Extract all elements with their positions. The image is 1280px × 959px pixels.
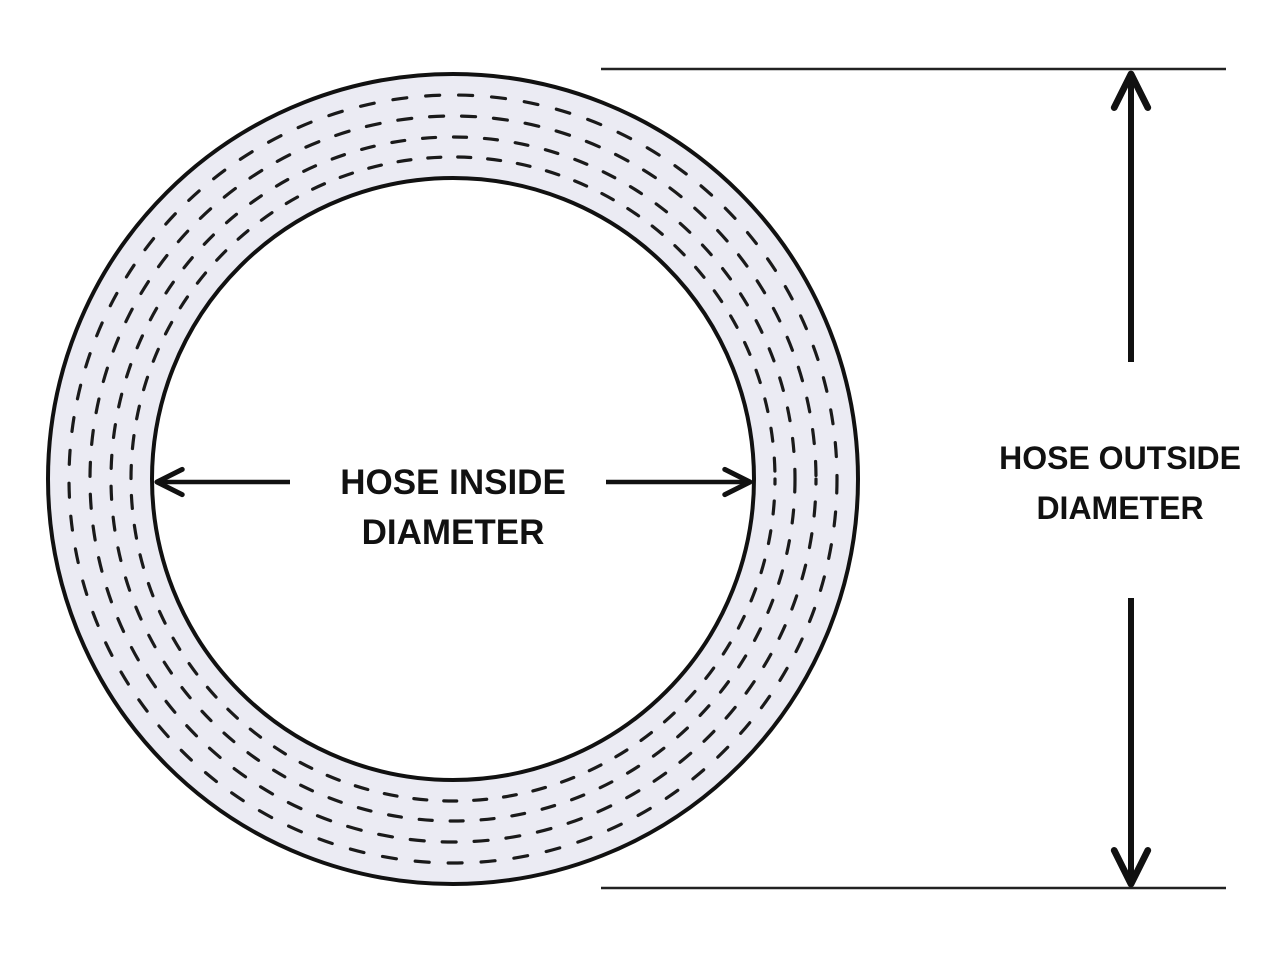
reinforcement-ring: [109, 135, 797, 823]
reinforcement-ring: [88, 114, 818, 844]
outside-label-line1: HOSE OUTSIDE: [999, 440, 1241, 476]
hose-outer-wall: [46, 72, 860, 886]
outside-label-line2: DIAMETER: [1036, 490, 1204, 526]
reinforcement-layers: [67, 93, 839, 865]
outside-diameter-dimension: [601, 67, 1226, 890]
hose-cross-section: [46, 72, 860, 886]
inside-label-line1: HOSE INSIDE: [340, 463, 566, 502]
outside-diameter-label: HOSE OUTSIDE DIAMETER: [975, 433, 1265, 533]
reinforcement-ring: [67, 93, 839, 865]
hose-inner-wall: [150, 176, 756, 782]
inside-diameter-label: HOSE INSIDE DIAMETER: [283, 458, 623, 558]
reinforcement-ring: [129, 155, 777, 803]
inside-label-line2: DIAMETER: [361, 513, 545, 552]
